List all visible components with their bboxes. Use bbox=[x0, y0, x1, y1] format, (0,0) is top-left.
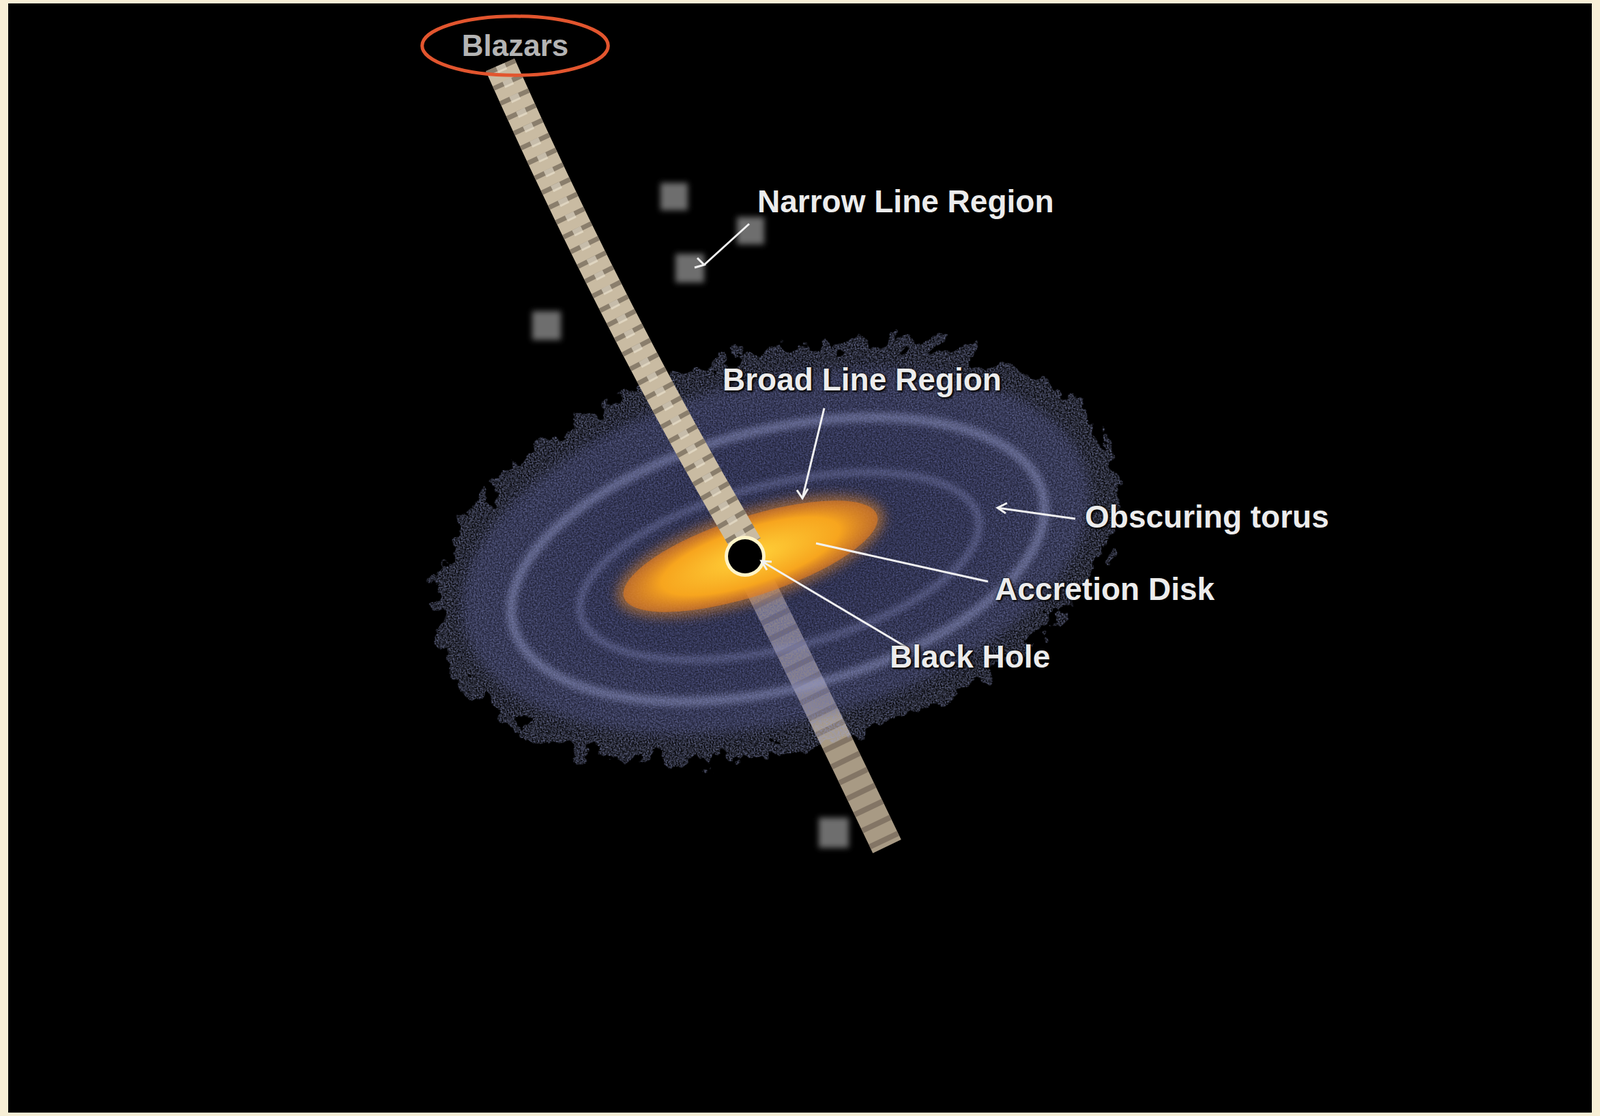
blazar-ellipse: Blazars bbox=[418, 12, 613, 79]
blazar-label: Blazars bbox=[461, 28, 570, 63]
part-label: Obscuring torus bbox=[1084, 498, 1330, 535]
part-label: Narrow Line Region bbox=[757, 182, 1054, 220]
part-label: Black Hole bbox=[889, 637, 1051, 675]
part-label: Accretion Disk bbox=[994, 570, 1215, 608]
part-label: Broad Line Region bbox=[722, 360, 1002, 398]
